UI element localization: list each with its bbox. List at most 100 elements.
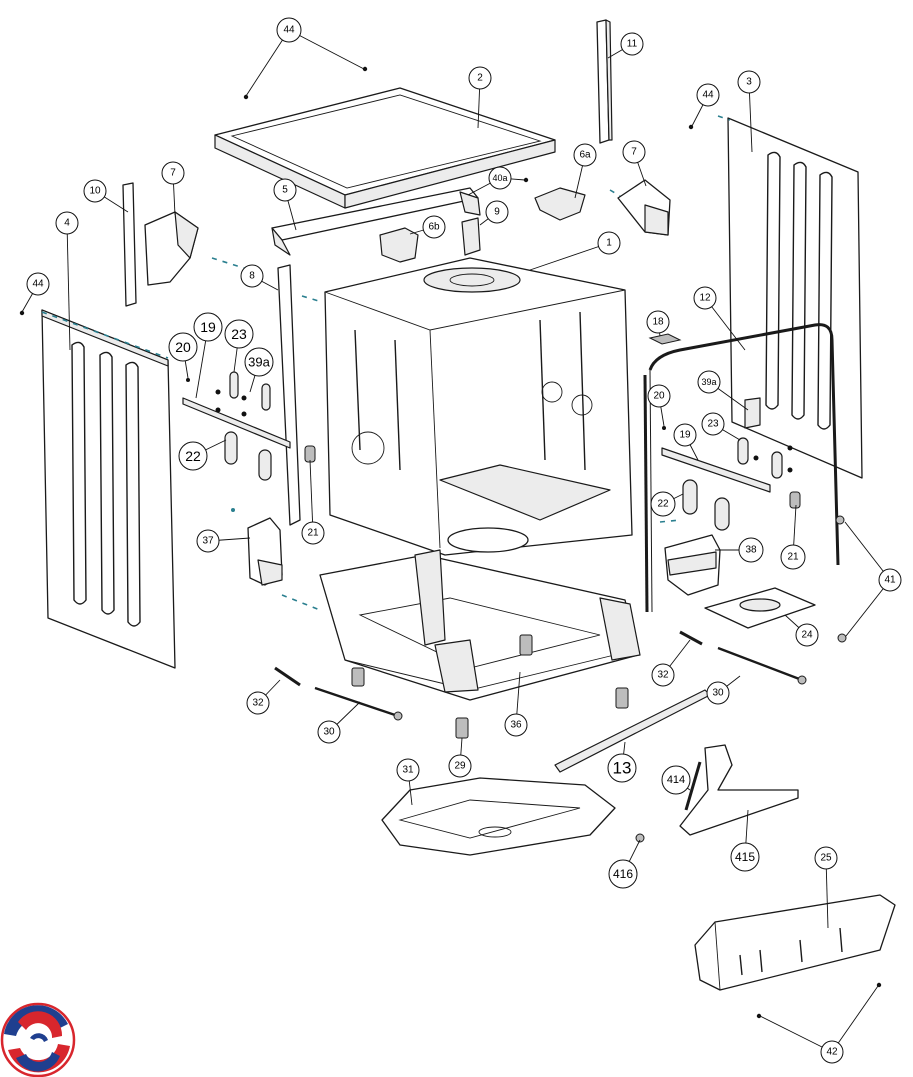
part-25-bracket [694, 894, 896, 991]
callout-label: 11 [627, 39, 638, 50]
callout: 44 [276, 17, 302, 43]
callouts: 44 11 2 3 44 6a 7 7 10 5 40a 6b 9 1 4 8 … [26, 17, 902, 1064]
callout-label: 32 [252, 698, 264, 709]
callout-label: 415 [735, 850, 755, 864]
callout: 6a [573, 143, 597, 167]
callout: 12 [693, 286, 717, 310]
callout: 8 [240, 264, 264, 288]
part-38-bracket [664, 534, 721, 596]
callout: 21 [780, 544, 806, 570]
callout-label: 40a [492, 173, 507, 183]
callout-label: 9 [494, 207, 500, 218]
callout-label: 39a [701, 377, 716, 387]
hardware-right-group [662, 397, 801, 531]
part-31-base-tray [381, 777, 616, 856]
callout: 23 [224, 319, 254, 349]
part-415-support [679, 744, 799, 836]
callout-label: 23 [231, 326, 247, 342]
callout: 30 [317, 720, 341, 744]
callout: 36 [504, 713, 528, 737]
callout: 32 [651, 663, 675, 687]
brand-swirl-logo [0, 1002, 76, 1077]
callout: 23 [701, 412, 725, 436]
callout: 39a [697, 370, 721, 394]
callout-label: 3 [746, 77, 752, 88]
callout-label: 6a [579, 150, 591, 161]
callout: 7 [161, 161, 185, 185]
callout-label: 8 [249, 271, 255, 282]
callout: 13 [607, 753, 637, 783]
part-1-tub [324, 257, 633, 556]
part-19-rail-left [182, 397, 291, 449]
callout-label: 2 [477, 73, 483, 84]
callout: 4 [55, 211, 79, 235]
callout-label: 42 [826, 1047, 838, 1058]
callout-label: 30 [712, 688, 724, 699]
callout-label: 39a [248, 355, 270, 370]
callout-label: 32 [657, 670, 669, 681]
part-37-bracket [247, 517, 283, 586]
callout: 38 [738, 537, 764, 563]
callout: 2 [468, 66, 492, 90]
part-41-screws [835, 515, 847, 643]
part-7-block-right [617, 179, 671, 236]
part-414-pin [684, 761, 702, 811]
callout: 18 [646, 310, 670, 334]
part-3-right-side-panel [727, 117, 863, 479]
callout-label: 19 [679, 430, 691, 441]
callout: 10 [83, 179, 107, 203]
callout: 44 [26, 272, 50, 296]
callout: 20 [647, 384, 671, 408]
callout: 40a [488, 166, 512, 190]
callout: 39a [244, 347, 274, 377]
callout: 22 [178, 441, 208, 471]
callout: 9 [485, 200, 509, 224]
callout: 44 [696, 83, 720, 107]
callout-label: 30 [323, 727, 335, 738]
callout: 5 [273, 178, 297, 202]
part-11-strip [596, 19, 613, 144]
callout-label: 23 [707, 419, 719, 430]
callout-label: 21 [787, 552, 799, 563]
part-30-rod-left [314, 686, 403, 721]
assembly-guides [41, 115, 731, 611]
part-18-clip [648, 333, 682, 345]
part-2-top-cover [214, 87, 556, 209]
callout-label: 4 [64, 218, 70, 229]
callout-label: 10 [89, 186, 101, 197]
callout-label: 18 [652, 317, 664, 328]
callout-label: 414 [667, 774, 685, 786]
callout: 24 [795, 623, 819, 647]
part-8-upright [277, 264, 301, 526]
callout: 19 [673, 423, 697, 447]
callout-label: 416 [613, 867, 633, 881]
callout-label: 19 [200, 319, 216, 335]
callout-label: 5 [282, 185, 288, 196]
callout-label: 44 [283, 25, 295, 36]
callout: 25 [814, 846, 838, 870]
callout-label: 20 [175, 339, 191, 355]
part-24-plate [704, 587, 816, 629]
callout-label: 37 [202, 536, 214, 547]
callout-label: 13 [613, 759, 632, 778]
callout: 29 [448, 754, 472, 778]
callout-label: 6b [428, 222, 440, 233]
part-5-top-rail [271, 187, 481, 256]
callout: 20 [168, 332, 198, 362]
callout: 416 [608, 859, 638, 889]
part-29-feet [351, 634, 629, 739]
callout-label: 21 [307, 528, 319, 539]
callout-label: 41 [884, 575, 896, 586]
callout-label: 22 [185, 448, 201, 464]
callout-label: 7 [170, 168, 176, 179]
part-9-post [461, 217, 481, 256]
callout-label: 12 [699, 293, 711, 304]
callout-label: 1 [606, 238, 612, 249]
callout-label: 24 [801, 630, 813, 641]
part-10-strip [122, 182, 137, 307]
callout: 414 [661, 765, 691, 795]
callout: 21 [301, 521, 325, 545]
callout: 11 [620, 32, 644, 56]
part-6a-bracket [534, 187, 586, 221]
callout: 415 [730, 842, 760, 872]
